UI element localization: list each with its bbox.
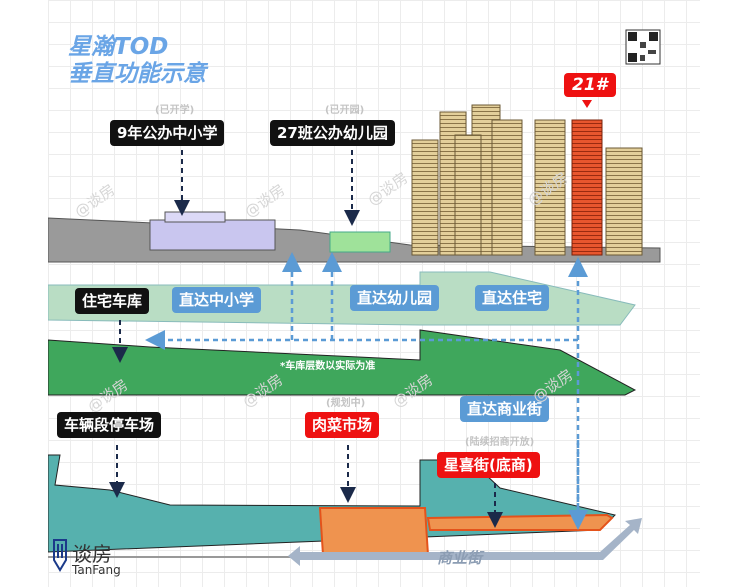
- garage-label: 住宅车库: [75, 288, 150, 314]
- tanfang-logo-icon: [53, 539, 67, 572]
- tower-21: [571, 119, 603, 256]
- commercial-street-arrow: [288, 518, 642, 566]
- school-status: (已开学): [155, 105, 195, 116]
- street-shops-block: [426, 513, 614, 531]
- residential-towers: [411, 104, 643, 256]
- page-title: 星瀚TOD 垂直功能示意: [68, 34, 206, 88]
- street-label: 星喜街(底商): [437, 452, 540, 478]
- kindergarten-building: [329, 231, 391, 253]
- kindergarten-status: (已开园): [325, 105, 365, 116]
- to-school-label: 直达中小学: [172, 287, 262, 313]
- tower-tag-pointer: [582, 100, 592, 108]
- logo-name: 谈房: [72, 542, 112, 566]
- kindergarten-label: 27班公办幼儿园: [270, 120, 395, 146]
- garage-footnote: *车库层数以实际为准: [280, 361, 376, 372]
- tower-21-tag: 21#: [564, 73, 616, 97]
- to-kindergarten-label: 直达幼儿园: [350, 285, 440, 311]
- to-residence-label: 直达住宅: [475, 285, 550, 311]
- garage-lower-layer: [47, 329, 637, 396]
- street-status: (陆续招商开放): [465, 437, 535, 448]
- qr-code-icon: [625, 29, 661, 65]
- left-margin: [0, 0, 48, 587]
- depot-label: 车辆段停车场: [57, 412, 162, 438]
- market-label: 肉菜市场: [305, 412, 380, 438]
- right-margin: [700, 0, 740, 587]
- to-commercial-label: 直达商业街: [460, 396, 550, 422]
- school-building: [149, 211, 276, 251]
- logo-latin: TanFang: [72, 563, 121, 577]
- commercial-street-label: 商业街: [437, 549, 483, 567]
- school-label: 9年公办中小学: [110, 120, 225, 146]
- market-block: [318, 507, 430, 556]
- title-line-2: 垂直功能示意: [68, 61, 206, 87]
- title-line-1: 星瀚TOD: [68, 34, 169, 60]
- market-status: (规划中): [326, 398, 366, 409]
